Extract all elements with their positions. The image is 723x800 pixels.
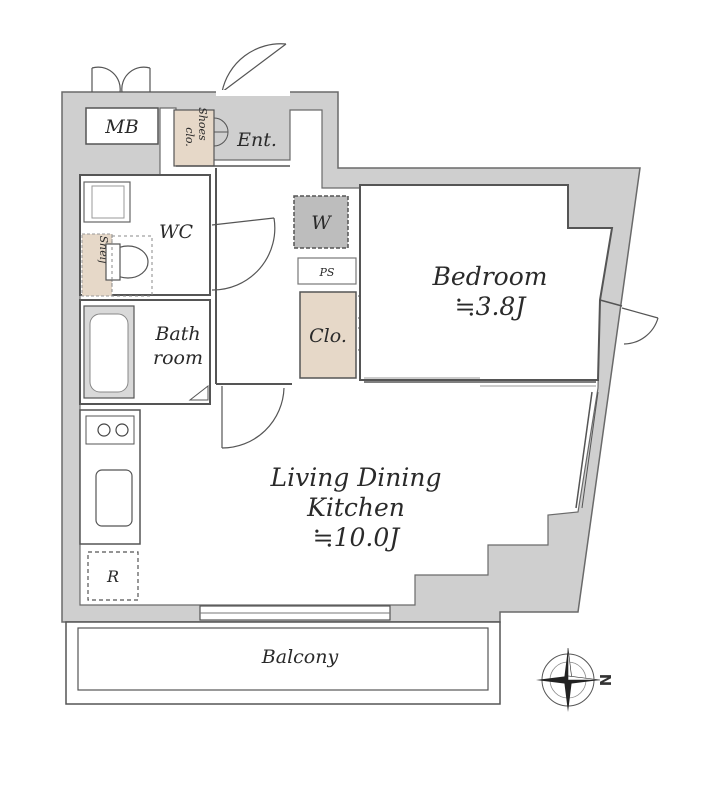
entrance-label: Ent. xyxy=(236,129,277,151)
closet xyxy=(299,291,357,379)
shoes-label-1: Shoes xyxy=(196,107,209,141)
burner-icon xyxy=(115,423,129,437)
ldk-window xyxy=(575,391,593,509)
burner-icon xyxy=(97,423,111,437)
ldk-door xyxy=(221,386,285,449)
compass xyxy=(536,647,601,712)
washer-space xyxy=(293,195,349,249)
refrigerator-label: R xyxy=(106,567,119,586)
wc-label: WC xyxy=(159,221,194,243)
bath-label-1: Bath xyxy=(154,323,200,345)
mb-label: MB xyxy=(104,116,138,138)
bedroom xyxy=(359,184,614,381)
mb-box xyxy=(85,107,159,145)
ps-label: PS xyxy=(319,266,335,279)
entrance-door xyxy=(221,43,287,93)
shoes-label-2: clo. xyxy=(183,127,196,147)
closet-label: Clo. xyxy=(309,325,347,347)
ps-box xyxy=(297,257,357,285)
washer-label: W xyxy=(311,212,332,234)
bedroom-side-door xyxy=(621,307,659,345)
sink xyxy=(95,469,133,527)
bath-door xyxy=(188,384,209,401)
bedroom-label: Bedroom xyxy=(432,262,548,291)
compass-north: N xyxy=(596,674,614,687)
mb-door xyxy=(91,66,151,93)
ldk-label-1: Living Dining xyxy=(269,463,441,492)
ldk-label-2: Kitchen xyxy=(306,493,405,522)
shoes-closet-doors xyxy=(213,117,229,147)
bedroom-area: ≒3.8J xyxy=(455,292,528,321)
wc-door xyxy=(211,217,276,291)
refrigerator-space xyxy=(87,551,139,601)
balcony-inner xyxy=(77,627,489,691)
bath-label-2: room xyxy=(153,347,203,369)
ldk-area: ≒10.0J xyxy=(313,523,402,552)
balcony-label: Balcony xyxy=(261,646,339,668)
